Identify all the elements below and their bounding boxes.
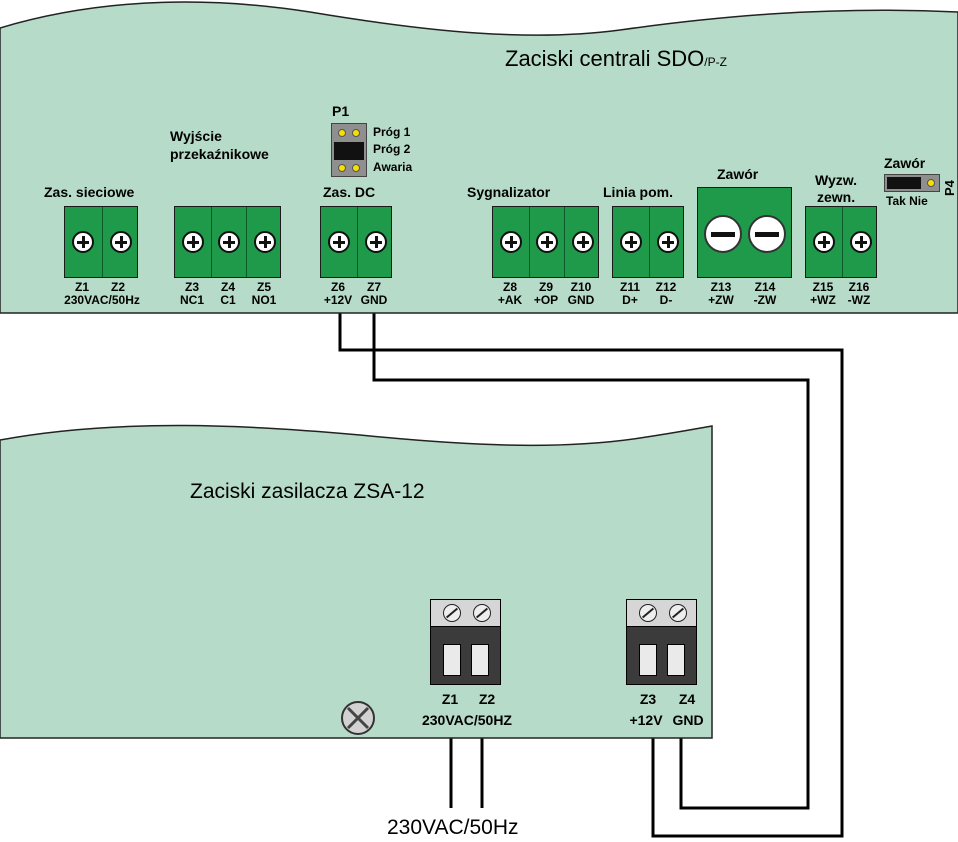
terminal-block-sygnalizator [492,206,599,278]
jumper-p1[interactable] [331,123,367,177]
header-sygnalizator: Sygnalizator [467,184,551,200]
bottom-board-title: Zaciski zasilacza ZSA-12 [190,480,425,503]
screw-icon [850,231,872,253]
screw-icon [443,604,461,622]
terminal-id-z7: Z7 [366,280,381,294]
terminal-block-mains [430,599,501,685]
terminal-fn-z11: D+ [622,293,638,307]
terminal-fn-z6: +12V [323,293,353,307]
terminal-id-z15: Z15 [812,280,834,294]
terminal-fn-z15: +WZ [810,293,836,307]
header-zas-dc: Zas. DC [323,184,376,200]
jumper-p4-name: P4 [942,180,957,196]
wire-gnd [372,306,810,810]
terminal-block-zawor [697,187,792,278]
psu-terminal-id-z3: Z3 [639,691,657,707]
terminal-id-z13: Z13 [710,280,732,294]
terminal-fn-z3: NC1 [180,293,205,307]
terminal-id-z1: Z1 [74,280,89,294]
terminal-id-z12: Z12 [655,280,677,294]
header-zas-sieciowe: Zas. sieciowe [44,184,135,200]
screw-icon [620,231,642,253]
jumper-p1-title: P1 [332,103,350,119]
header-wyzw-line2: zewn. [817,189,856,205]
header-zawor: Zawór [717,166,759,182]
header-wyzw-line1: Wyzw. [815,172,858,188]
terminal-fn-z10: GND [567,293,595,307]
terminal-block-linia-pom [612,206,684,278]
top-board-title-sub: /P-Z [704,55,727,69]
terminal-id-z16: Z16 [848,280,870,294]
jumper-p4[interactable] [884,174,940,192]
screw-icon [657,231,679,253]
screw-icon [536,231,558,253]
terminal-block-zas-sieciowe [64,206,138,278]
screw-icon [365,231,387,253]
header-wyjscie-line2: przekaźnikowe [170,146,269,162]
jumper-p4-options: Tak Nie [886,194,928,208]
terminal-block-zas-dc [320,206,392,278]
terminal-block-wyzw [805,206,877,278]
terminal-fn-z16: -WZ [847,293,871,307]
terminal-id-z10: Z10 [570,280,592,294]
psu-mains-label: 230VAC/50HZ [421,712,512,728]
flat-screw-icon [748,215,786,253]
screw-icon [254,231,276,253]
terminal-fn-z14: -ZW [753,293,777,307]
screw-icon [182,231,204,253]
terminal-id-z11: Z11 [619,280,640,294]
psu-terminal-id-z4: Z4 [678,691,696,707]
header-linia-pom: Linia pom. [603,184,673,200]
screw-icon [218,231,240,253]
flat-screw-icon [704,215,742,253]
terminal-fn-z5: NO1 [251,293,277,307]
header-wyjscie-line1: Wyjście [170,128,222,144]
screw-icon [328,231,350,253]
jumper-p1-opt2: Próg 2 [373,142,411,156]
jumper-p1-opt3: Awaria [373,160,413,174]
terminal-id-z4: Z4 [220,280,235,294]
top-board-title-main: Zaciski centrali SDO [505,46,705,71]
screw-icon [669,604,687,622]
terminal-id-z14: Z14 [754,280,776,294]
wire-12v [338,306,844,838]
psu-gnd-label: GND [672,712,704,728]
terminal-fn-z7: GND [360,293,388,307]
terminal-id-z5: Z5 [256,280,271,294]
bottom-board [0,424,713,739]
terminal-fn-z8: +AK [497,293,523,307]
psu-plus12-label: +12V [629,712,663,728]
terminal-block-relay [174,206,281,278]
terminal-fn-z4: C1 [220,293,236,307]
mount-screw-icon [341,701,375,735]
terminal-block-dc-out [626,599,697,685]
screw-icon [572,231,594,253]
terminal-fn-z9: +OP [533,293,559,307]
screw-icon [473,604,491,622]
screw-icon [500,231,522,253]
terminal-fn-z12: D- [659,293,673,307]
terminal-fn-z13: +ZW [708,293,734,307]
jumper-p1-opt1: Próg 1 [373,125,411,139]
terminal-fn-z1-z2: 230VAC/50Hz [64,293,140,307]
psu-terminal-id-z1: Z1 [441,691,459,707]
terminal-id-z9: Z9 [538,280,553,294]
screw-icon [639,604,657,622]
terminal-id-z3: Z3 [184,280,199,294]
terminal-id-z8: Z8 [502,280,517,294]
jumper-p4-title: Zawór [884,155,926,171]
screw-icon [110,231,132,253]
terminal-id-z2: Z2 [110,280,125,294]
terminal-id-z6: Z6 [330,280,345,294]
screw-icon [72,231,94,253]
mains-supply-label: 230VAC/50Hz [387,816,519,839]
psu-terminal-id-z2: Z2 [478,691,496,707]
top-board-title: Zaciski centrali SDO/P-Z [505,46,727,72]
screw-icon [813,231,835,253]
